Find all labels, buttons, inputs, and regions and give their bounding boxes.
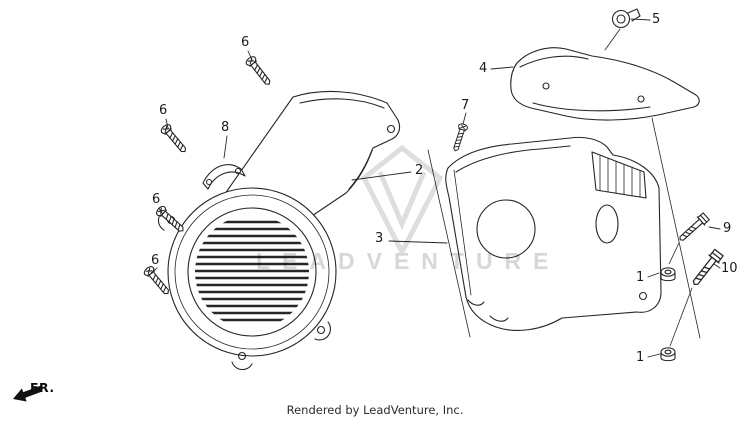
callout-label-6: 6 xyxy=(151,253,160,268)
screw-icon xyxy=(159,122,190,156)
callout-label-6: 6 xyxy=(159,103,168,118)
callout-label-8: 8 xyxy=(221,120,230,135)
callout-label-4: 4 xyxy=(479,61,488,76)
callout-label-6: 6 xyxy=(241,35,250,50)
callout-label-2: 2 xyxy=(415,163,424,178)
front-direction-label: FR. xyxy=(30,380,55,395)
callout-label-1: 1 xyxy=(636,350,645,365)
callout-label-5: 5 xyxy=(652,12,661,27)
screw-icon xyxy=(244,54,274,89)
callout-label-9: 9 xyxy=(723,221,732,236)
bolt-icon xyxy=(675,211,711,245)
fan-cover-part xyxy=(157,90,401,371)
fr-arrow-icon xyxy=(13,385,43,402)
fan-grille-slats xyxy=(195,220,309,322)
grommet-icon xyxy=(660,347,676,362)
grommet-icon xyxy=(660,267,676,282)
screw-icon xyxy=(450,122,469,153)
footer-credit: Rendered by LeadVenture, Inc. xyxy=(286,403,464,417)
callout-label-10: 10 xyxy=(721,261,738,276)
clamp-part xyxy=(611,8,641,29)
bolt-icon xyxy=(688,248,725,289)
callout-label-3: 3 xyxy=(375,231,384,246)
callout-label-7: 7 xyxy=(461,98,470,113)
stay-bracket-part xyxy=(202,164,246,190)
shroud-part xyxy=(445,136,662,331)
callout-label-6: 6 xyxy=(152,192,161,207)
top-cover-part xyxy=(510,47,700,121)
callout-label-1: 1 xyxy=(636,270,645,285)
